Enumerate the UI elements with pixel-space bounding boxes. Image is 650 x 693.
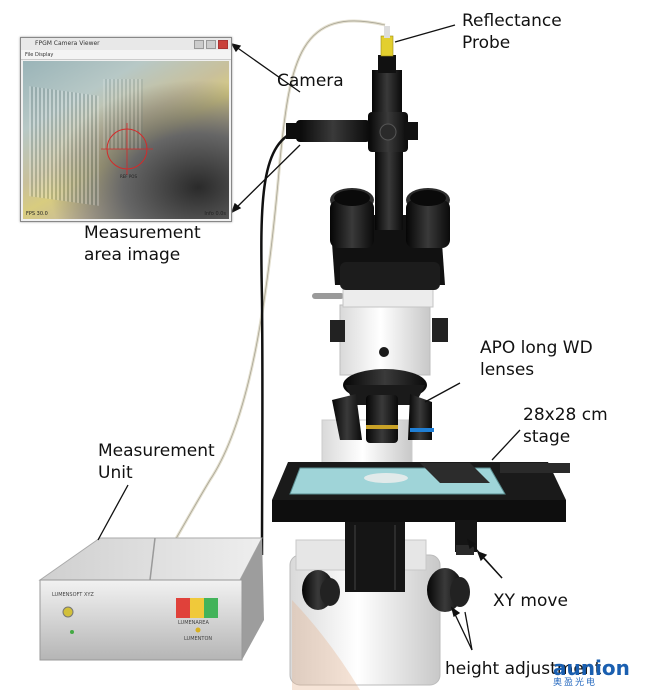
label-height-adjustment: height adjustment <box>445 659 602 679</box>
crosshair-label: REF POS <box>120 174 137 179</box>
unit-maker: LUMENTON <box>184 636 213 642</box>
measurement-unit-box <box>38 537 264 661</box>
unit-product: LUMENAREA <box>178 620 209 626</box>
trinocular-head <box>330 150 450 290</box>
close-icon[interactable] <box>218 40 228 49</box>
window-title: FPGM Camera Viewer <box>21 38 231 50</box>
unit-brand: LUMENSOFT XYZ <box>52 592 94 598</box>
objective-turret <box>332 369 434 443</box>
camera-assembly <box>286 26 418 152</box>
maximize-icon[interactable] <box>206 40 216 49</box>
label-camera: Camera <box>277 71 344 91</box>
aunion-logo: aunion 奥盈光电 <box>553 656 630 688</box>
focus-knobs <box>302 568 470 612</box>
status-left: FPS 30.0 <box>26 211 48 217</box>
window-menu: File Display <box>21 50 231 60</box>
leader-lines <box>97 24 521 651</box>
xy-stage <box>272 462 570 555</box>
camera-cable <box>260 128 301 556</box>
label-measurement-unit: Measurement Unit <box>98 441 215 483</box>
microscope-stand <box>289 286 448 690</box>
window-controls <box>194 40 228 49</box>
label-reflectance-probe: Reflectance Probe <box>462 11 562 53</box>
status-right: Info 0.0s <box>204 211 226 217</box>
minimize-icon[interactable] <box>194 40 204 49</box>
label-measurement-area-image: Measurement area image <box>84 223 201 265</box>
camera-view: REF POS FPS 30.0 Info 0.0s <box>23 61 229 219</box>
label-stage: 28x28 cm stage <box>523 405 608 447</box>
label-xy-move: XY move <box>493 591 568 611</box>
label-apo-lenses: APO long WD lenses <box>480 338 593 380</box>
measurement-area-window: FPGM Camera Viewer File Display REF POS … <box>20 37 232 222</box>
crosshair-icon <box>101 123 153 175</box>
